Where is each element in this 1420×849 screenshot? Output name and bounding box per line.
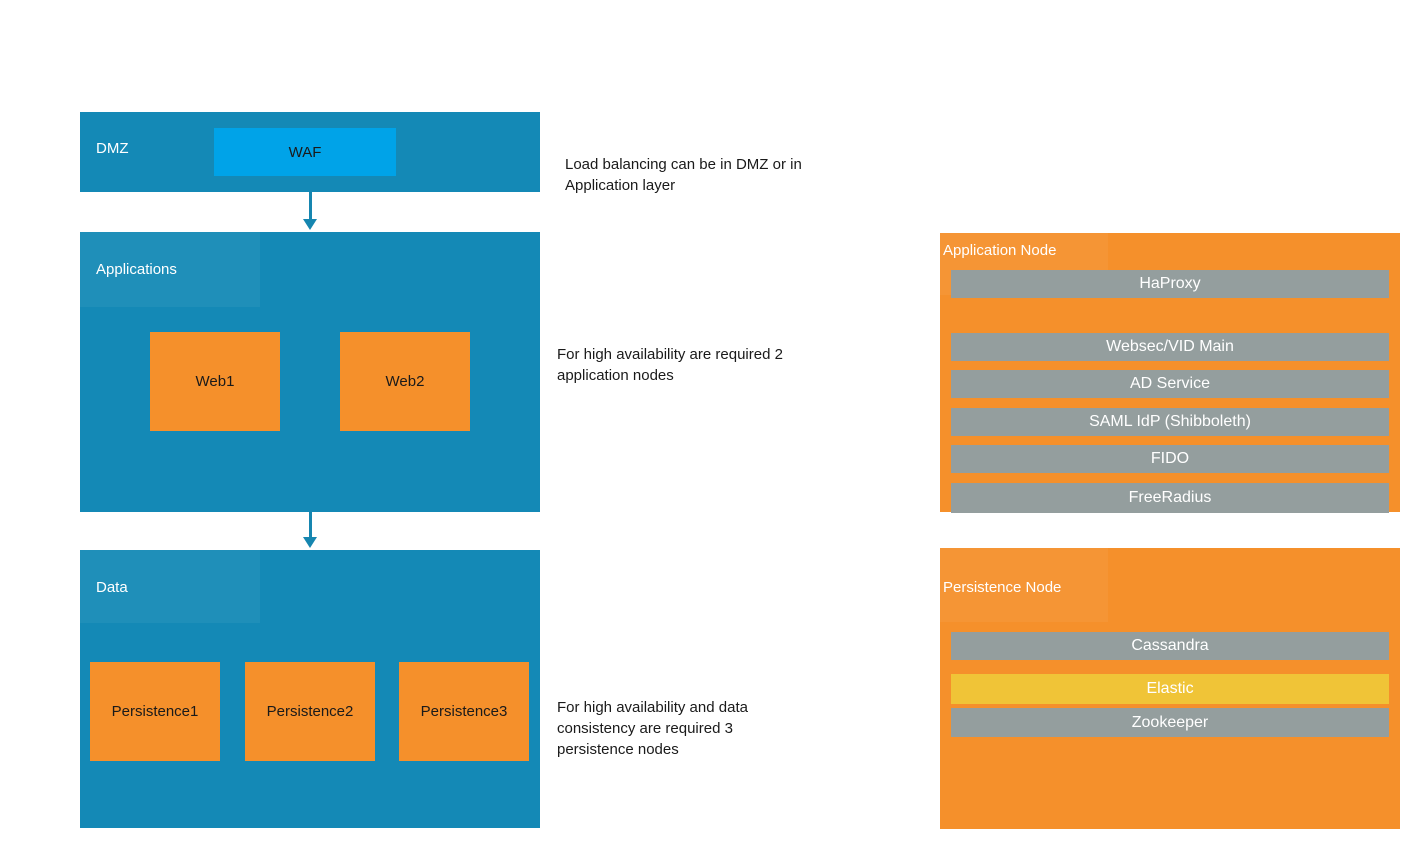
highlight-overlay — [80, 550, 260, 623]
annotation-line: For high availability are required 2 — [557, 346, 783, 363]
web2-node-label: Web2 — [385, 373, 425, 390]
web2-node: Web2 — [340, 332, 470, 431]
applications-layer: Applications Web1 Web2 — [80, 232, 540, 512]
arrow-head-icon — [303, 537, 317, 548]
annotation-line: application nodes — [557, 367, 674, 384]
waf-node-label: WAF — [288, 143, 322, 161]
service-bar-label: AD Service — [1129, 375, 1211, 392]
arrow-line — [309, 512, 312, 538]
service-bar-saml-idp: SAML IdP (Shibboleth) — [951, 408, 1389, 436]
service-bar-label: Websec/VID Main — [1106, 338, 1234, 355]
persistence3-node-label: Persistence3 — [420, 703, 508, 720]
annotation-line: For high availability and data — [557, 699, 748, 716]
annotation-application-nodes: For high availability are required 2 app… — [557, 344, 877, 386]
service-bar-label: FIDO — [1150, 450, 1190, 467]
annotation-load-balancing: Load balancing can be in DMZ or in Appli… — [565, 154, 885, 196]
service-bar-label: SAML IdP (Shibboleth) — [1089, 413, 1251, 430]
annotation-line: consistency are required 3 — [557, 720, 733, 737]
service-bar-label: HaProxy — [1139, 275, 1201, 292]
service-bar-label: Zookeeper — [1131, 713, 1209, 731]
web1-node: Web1 — [150, 332, 280, 431]
service-bar-haproxy: HaProxy — [951, 270, 1389, 298]
service-bar-websec-vid-main: Websec/VID Main — [951, 333, 1389, 361]
data-layer-label: Data — [96, 579, 128, 596]
persistence-node-title: Persistence Node — [943, 579, 1062, 596]
persistence2-node-label: Persistence2 — [266, 703, 354, 720]
dmz-layer: DMZ WAF — [80, 112, 540, 192]
web1-node-label: Web1 — [195, 373, 235, 390]
service-bar-elastic: Elastic — [951, 674, 1389, 704]
service-bar-fido: FIDO — [951, 445, 1389, 473]
service-bar-ad-service: AD Service — [951, 370, 1389, 398]
persistence1-node: Persistence1 — [90, 662, 220, 761]
service-bar-cassandra: Cassandra — [951, 632, 1389, 660]
persistence2-node: Persistence2 — [245, 662, 375, 761]
persistence3-node: Persistence3 — [399, 662, 529, 761]
persistence-node-panel: Persistence Node Cassandra Elastic Zooke… — [940, 548, 1400, 829]
service-bar-label: Cassandra — [1131, 637, 1209, 654]
arrow-head-icon — [303, 219, 317, 230]
highlight-overlay — [940, 548, 1108, 622]
annotation-line: Application layer — [565, 177, 676, 194]
applications-layer-label: Applications — [96, 261, 177, 278]
waf-node: WAF — [214, 128, 396, 176]
service-bar-label: Elastic — [1146, 680, 1194, 697]
annotation-persistence-nodes: For high availability and data consisten… — [557, 697, 877, 760]
application-node-panel: Application Node HaProxy Websec/VID Main… — [940, 233, 1400, 513]
persistence1-node-label: Persistence1 — [111, 703, 199, 720]
arrow-line — [309, 192, 312, 220]
service-bar-zookeeper: Zookeeper — [951, 708, 1389, 737]
annotation-line: persistence nodes — [557, 741, 679, 758]
service-bar-label: FreeRadius — [1128, 489, 1212, 506]
service-bar-freeradius: FreeRadius — [951, 483, 1389, 513]
highlight-overlay — [80, 232, 260, 307]
application-node-title: Application Node — [943, 242, 1057, 259]
dmz-layer-label: DMZ — [96, 140, 129, 157]
annotation-line: Load balancing can be in DMZ or in — [565, 156, 802, 173]
data-layer: Data Persistence1 Persistence2 Persisten… — [80, 550, 540, 828]
